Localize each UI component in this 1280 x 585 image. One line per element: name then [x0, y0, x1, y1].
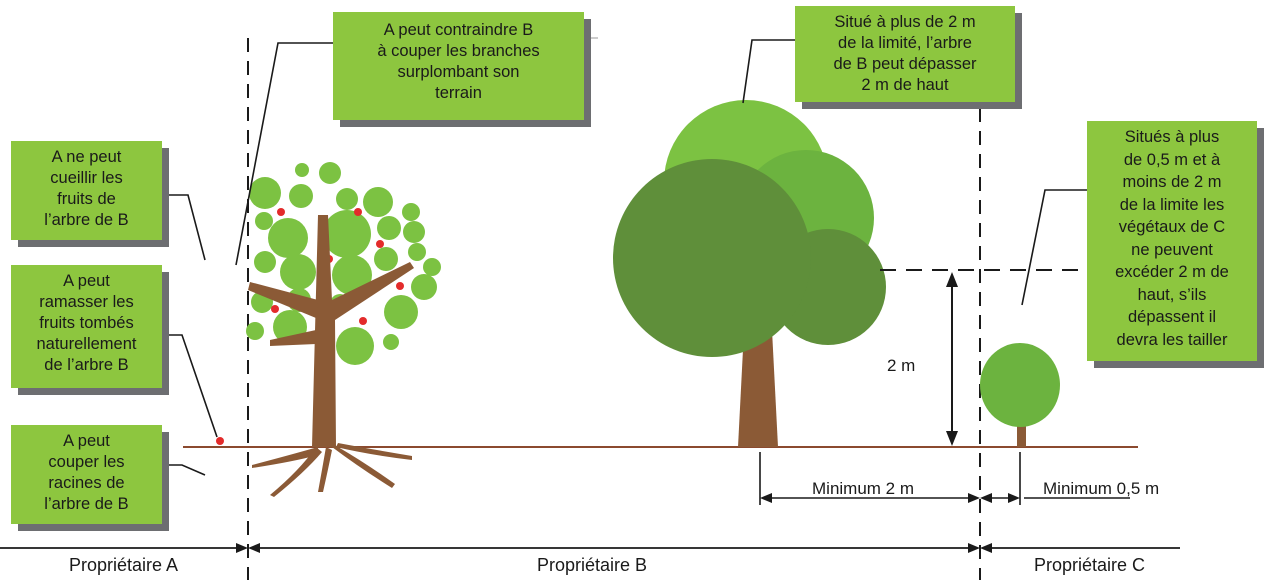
box-ramasser: A peut ramasser les fruits tombés nature…: [11, 265, 162, 388]
owner-b-label: Propriétaire B: [537, 555, 648, 575]
fruit-tree: [216, 162, 441, 497]
small-tree: [980, 343, 1060, 447]
callout-racines: [168, 464, 206, 476]
min-05m-arrow: [980, 493, 1130, 503]
min-2m-label: Minimum 2 m: [812, 479, 915, 498]
large-tree: [613, 100, 886, 447]
owner-c-label: Propriétaire C: [1034, 555, 1146, 575]
min-05m-label: Minimum 0,5 m: [1043, 479, 1160, 498]
height-arrow: [946, 272, 958, 446]
property-arrows: [0, 543, 1180, 553]
box-situe-2m: Situé à plus de 2 m de la limité, l’arbr…: [795, 6, 1015, 102]
callout-cueillir: [168, 194, 206, 261]
callout-ramasser: [168, 334, 218, 438]
owner-a-label: Propriétaire A: [69, 555, 179, 575]
min-2m-arrow: [760, 493, 980, 503]
box-situes-05: Situés à plus de 0,5 m et à moins de 2 m…: [1087, 121, 1257, 361]
box-cueillir: A ne peut cueillir les fruits de l’arbre…: [11, 141, 162, 240]
callout-situe-2m: [742, 39, 795, 104]
box-contraindre: A peut contraindre B à couper les branch…: [333, 12, 584, 120]
callout-situes-05: [1021, 189, 1087, 306]
callout-contraindre: [235, 42, 333, 266]
box-racines: A peut couper les racines de l’arbre de …: [11, 425, 162, 524]
height-label: 2 m: [887, 356, 916, 375]
